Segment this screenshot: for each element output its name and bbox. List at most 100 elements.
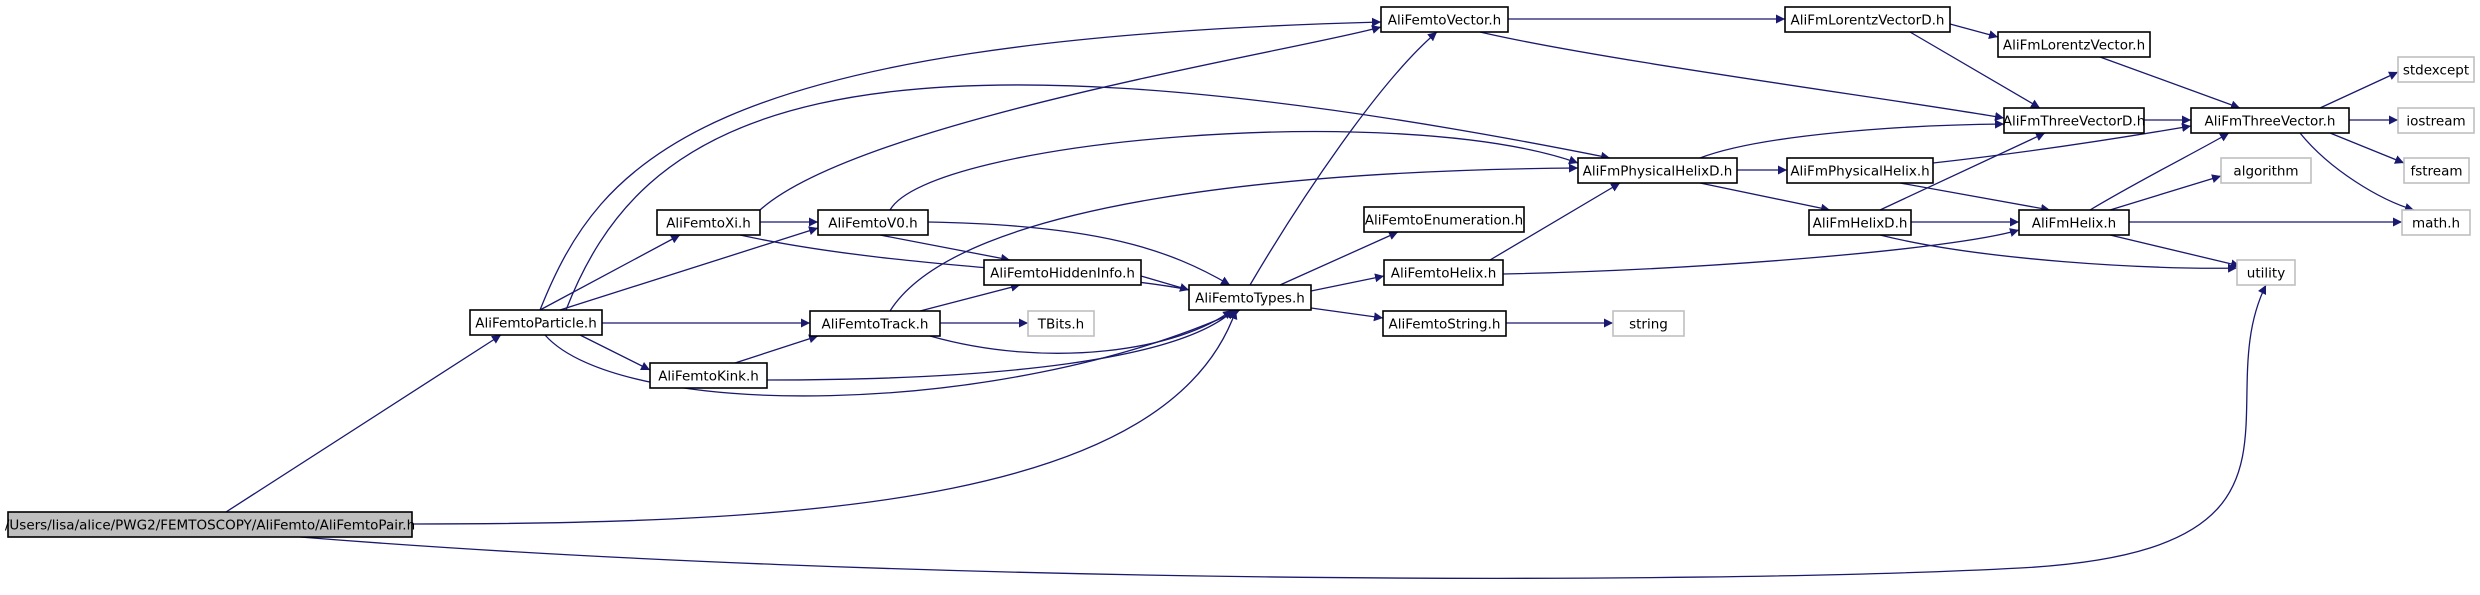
edge-threevec-to-fstream [2329,132,2405,164]
edge-lorentz-to-threevec [2099,56,2241,110]
node-box [2220,157,2312,184]
node-label: AliFemtoString.h [1389,317,1501,333]
node-box [1027,310,1095,337]
node-label: AliFemtoParticle.h [475,316,597,332]
edge-helix-to-algorithm [2109,174,2222,211]
node-box [1808,209,1912,236]
node-physhelix[interactable]: AliFmPhysicalHelix.h [1786,157,1934,184]
edge-track-to-hidden [919,282,1021,312]
node-box [2190,107,2350,134]
node-fstream: fstream [2403,157,2470,184]
node-hidden[interactable]: AliFemtoHiddenInfo.h [983,259,1142,286]
edge-particle-to-kink [579,334,651,371]
edge-root-to-utility [299,284,2267,579]
edge-vector-to-threevecd [1479,31,2005,121]
edge-types-to-fstring [1310,307,1384,322]
node-fhelix[interactable]: AliFemtoHelix.h [1383,259,1504,286]
edge-types-to-vector [1249,31,1438,286]
node-utility: utility [2236,259,2296,286]
edge-physhelixd-to-threevecd [1699,119,2005,159]
node-box [809,310,941,337]
node-fstring[interactable]: AliFemtoString.h [1382,310,1507,337]
node-label: fstream [2410,164,2462,180]
node-label: AliFmThreeVectorD.h [2003,114,2146,130]
node-box [2401,209,2471,236]
edge-fhelix-to-physhelixd [1489,182,1621,261]
node-threevecd[interactable]: AliFmThreeVectorD.h [2003,107,2146,134]
node-xi[interactable]: AliFemtoXi.h [656,209,761,236]
node-label: AliFmLorentzVector.h [2003,38,2145,54]
node-box [7,511,413,538]
node-helix[interactable]: AliFmHelix.h [2018,209,2130,236]
node-box [2397,107,2475,134]
node-label: AliFmHelix.h [2032,216,2116,232]
node-label: AliFemtoXi.h [666,216,751,232]
node-label: algorithm [2233,164,2298,180]
node-label: AliFemtoHiddenInfo.h [990,266,1135,282]
node-label: iostream [2406,114,2465,130]
node-label: AliFmPhysicalHelixD.h [1583,164,1733,180]
node-box [656,209,761,236]
node-lorentz[interactable]: AliFmLorentzVector.h [1997,31,2151,58]
edge-particle-to-vector [539,17,1382,311]
node-box [1786,157,1934,184]
node-kink[interactable]: AliFemtoKink.h [649,362,768,389]
node-label: AliFmThreeVector.h [2205,114,2336,130]
edge-helix-to-utility [2109,234,2241,269]
node-box [1363,206,1525,233]
node-box [1383,259,1504,286]
node-box [817,209,929,236]
node-enumeration[interactable]: AliFemtoEnumeration.h [1363,206,1525,233]
edge-helix-to-threevec [2089,132,2230,211]
node-label: AliFemtoHelix.h [1391,266,1497,282]
edge-physhelix-to-threevec [1932,123,2192,164]
node-box [1188,284,1312,311]
node-box [1612,310,1685,337]
node-track[interactable]: AliFemtoTrack.h [809,310,941,337]
node-physhelixd[interactable]: AliFmPhysicalHelixD.h [1577,157,1738,184]
node-label: AliFmPhysicalHelix.h [1790,164,1929,180]
edge-hidden-to-types [1140,275,1190,292]
edge-v0-to-physhelixd [889,130,1579,211]
node-box [2018,209,2130,236]
node-v0[interactable]: AliFemtoV0.h [817,209,929,236]
edge-v0-to-types [927,221,1231,286]
node-label: AliFemtoVector.h [1388,13,1501,29]
edge-root-to-types [411,309,1238,525]
node-algorithm: algorithm [2220,157,2312,184]
edge-kink-to-track [734,334,819,364]
node-box [2403,157,2470,184]
edge-lorentzd-to-threevecd [1909,31,2041,109]
node-label: string [1629,317,1668,333]
node-box [2003,107,2145,134]
edge-xi-to-vector [759,25,1382,211]
node-vector[interactable]: AliFemtoVector.h [1380,6,1509,33]
node-particle[interactable]: AliFemtoParticle.h [469,309,603,336]
node-lorentzd[interactable]: AliFmLorentzVectorD.h [1784,6,1951,33]
edge-particle-to-xi [539,234,681,311]
edge-helixd-to-threevecd [1879,132,2046,211]
edge-kink-to-types [766,309,1235,381]
edge-physhelix-to-helix [1899,182,2051,213]
node-box [1784,6,1951,33]
edge-particle-to-types [544,309,1241,397]
node-root[interactable]: /Users/lisa/alice/PWG2/FEMTOSCOPY/AliFem… [5,511,415,538]
node-label: AliFemtoV0.h [828,216,917,232]
node-box [2236,259,2296,286]
node-label: AliFemtoKink.h [658,369,759,385]
node-stdexcept: stdexcept [2397,56,2475,83]
node-label: stdexcept [2403,63,2469,79]
node-threevec[interactable]: AliFmThreeVector.h [2190,107,2350,134]
node-box [469,309,603,336]
node-label: /Users/lisa/alice/PWG2/FEMTOSCOPY/AliFem… [5,518,415,534]
edges-layer [225,14,2415,579]
node-tbits: TBits.h [1027,310,1095,337]
edge-types-to-fhelix [1310,273,1385,292]
node-helixd[interactable]: AliFmHelixD.h [1808,209,1912,236]
edge-track-to-physhelixd [889,163,1579,312]
node-label: AliFemtoEnumeration.h [1365,213,1523,229]
node-box [649,362,768,389]
edge-threevec-to-stdexcept [2319,71,2399,109]
node-types[interactable]: AliFemtoTypes.h [1188,284,1312,311]
